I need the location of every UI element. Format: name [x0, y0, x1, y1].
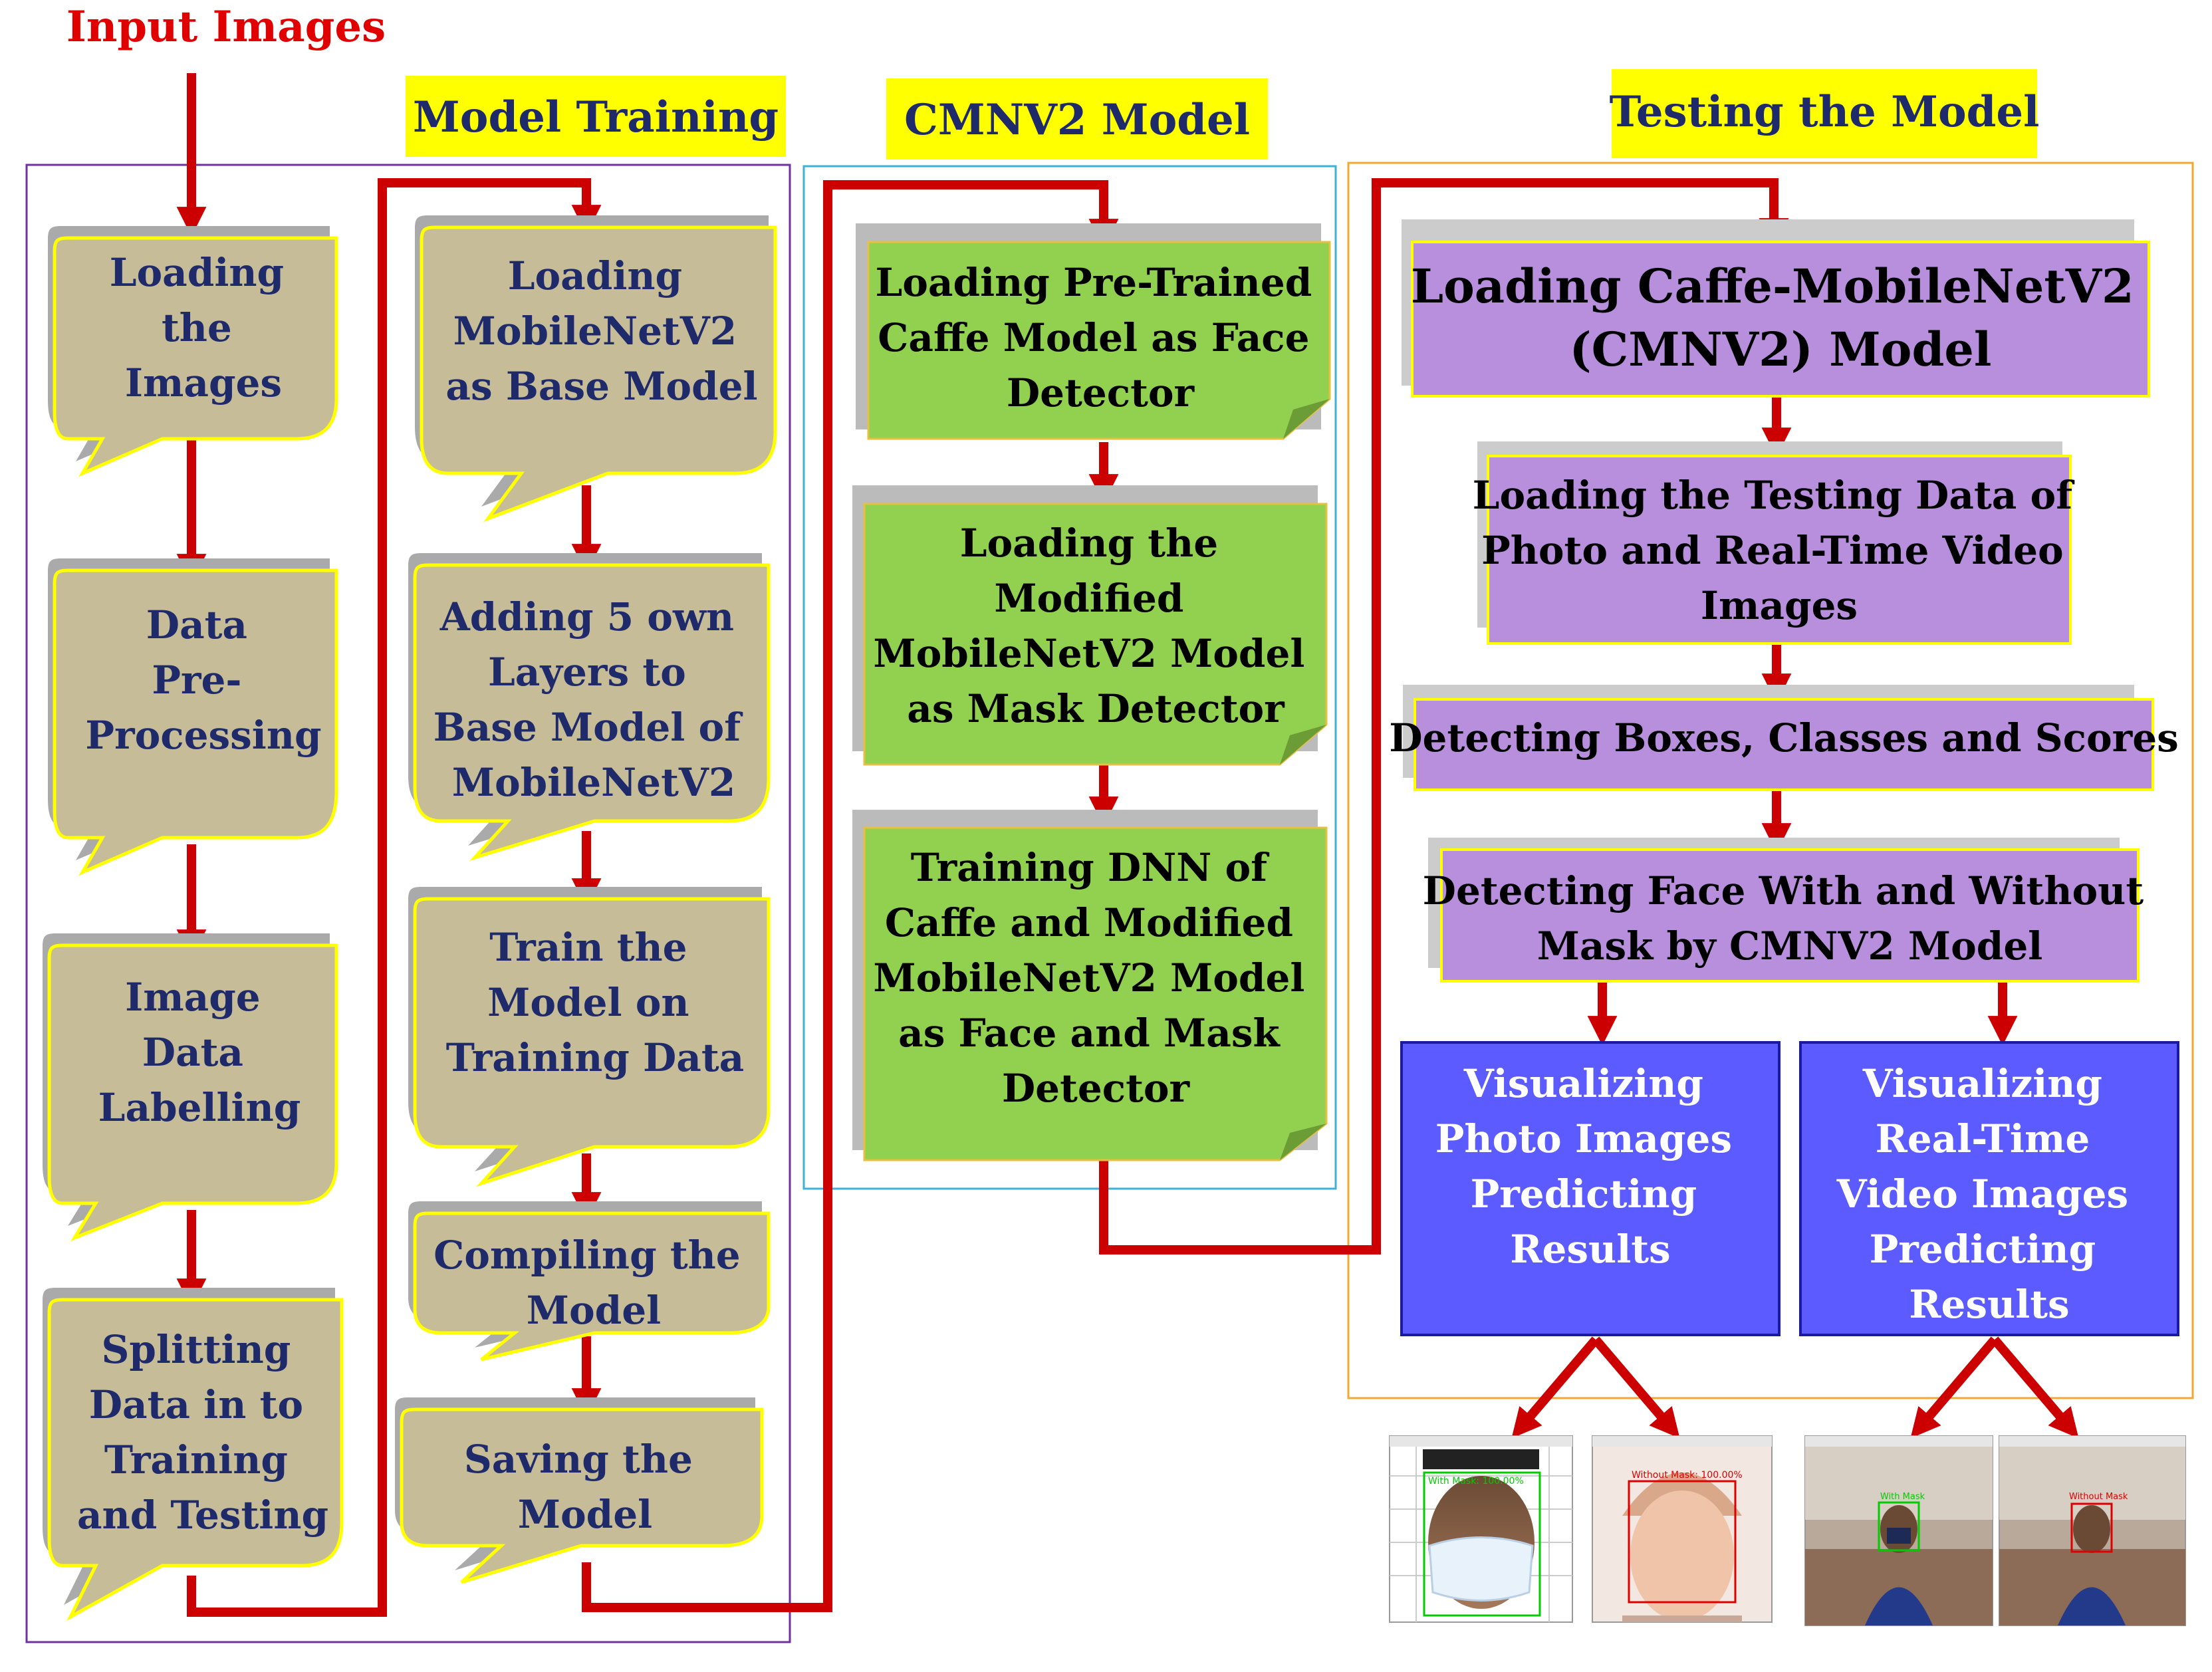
- box-load-modified: Loading the Modified MobileNetV2 Model a…: [852, 485, 1328, 766]
- svg-text:Data Pre- Processi: Data Pre- Processing: [85, 602, 321, 758]
- callout-load-base-model: Loading MobileNetV2 as Base Model: [415, 215, 777, 523]
- svg-text:Detecting Face With and Withou: Detecting Face With and Without Mask by …: [1423, 868, 2157, 969]
- callout-compile-model: Compiling the Model: [408, 1201, 771, 1362]
- svg-text:Without Mask: Without Mask: [2069, 1492, 2128, 1502]
- svg-text:Train the Model on: Train the Model on Training Data: [446, 925, 744, 1080]
- section-testing-model: Testing the Model: [1610, 69, 2040, 158]
- box-visualize-video: Visualizing Real-Time Video Images Predi…: [1799, 1041, 2179, 1336]
- callout-data-preprocessing: Data Pre- Processing: [48, 558, 338, 876]
- svg-text:Loading the Modified: Loading the Modified MobileNetV2 Model a…: [873, 521, 1318, 731]
- svg-text:Loading the Images: Loading the Images: [110, 250, 298, 406]
- callout-loading-images: Loading the Images: [48, 226, 338, 477]
- box-training-dnn: Training DNN of Caffe and Modified Mobil…: [852, 810, 1328, 1161]
- box-load-cmnv2: Loading Caffe-MobileNetV2 (CMNV2) Model: [1402, 219, 2150, 398]
- result-video-without-mask: Without Mask: [1999, 1435, 2186, 1626]
- svg-text:With Mask: 100.00%: With Mask: 100.00%: [1428, 1476, 1524, 1487]
- svg-text:Without Mask: 100.00%: Without Mask: 100.00%: [1632, 1470, 1743, 1481]
- box-detect-boxes: Detecting Boxes, Classes and Scores: [1389, 685, 2179, 791]
- svg-text:Testing the Model: Testing the Model: [1610, 87, 2040, 137]
- svg-text:Visualizing Real-Time: Visualizing Real-Time Video Images Predi…: [1836, 1061, 2142, 1327]
- callout-splitting-data: Splitting Data in to Training and Testin…: [43, 1288, 344, 1621]
- svg-text:Training DNN of Caffe a: Training DNN of Caffe and Modified Mobil…: [873, 845, 1318, 1111]
- svg-text:Saving the Model: Saving the Model: [464, 1437, 706, 1537]
- box-load-testing-data: Loading the Testing Data of Photo and Re…: [1473, 441, 2086, 645]
- svg-text:Visualizing Photo Images: Visualizing Photo Images Predicting Resu…: [1435, 1061, 1746, 1272]
- callout-adding-layers: Adding 5 own Layers to Base Model of Mob…: [408, 553, 771, 862]
- svg-text:Detecting Boxes, Classes and S: Detecting Boxes, Classes and Scores: [1389, 715, 2179, 761]
- frame-col1-col2: [25, 164, 791, 1643]
- connector-arrows: [176, 73, 2079, 1617]
- callout-image-labelling: Image Data Labelling: [43, 933, 338, 1242]
- box-detect-face: Detecting Face With and Without Mask by …: [1423, 838, 2157, 983]
- callout-train-model: Train the Model on Training Data: [408, 887, 771, 1187]
- section-cmnv2-model: CMNV2 Model: [886, 78, 1268, 160]
- callout-save-model: Saving the Model: [395, 1397, 764, 1584]
- svg-text:With Mask: With Mask: [1880, 1492, 1925, 1502]
- svg-text:Loading MobileNetV2: Loading MobileNetV2 as Base Model: [445, 253, 757, 409]
- svg-text:Image Data Labelli: Image Data Labelling: [98, 975, 301, 1130]
- svg-text:Splitting Data in to: Splitting Data in to Training and Testin…: [77, 1327, 328, 1538]
- frame-testing: [1347, 162, 2194, 1399]
- svg-text:CMNV2 Model: CMNV2 Model: [904, 95, 1250, 145]
- section-model-training: Model Training: [406, 76, 786, 157]
- frame-cmnv2: [802, 165, 1337, 1190]
- result-video-with-mask: With Mask: [1804, 1435, 1993, 1626]
- svg-text:Loading Caffe-MobileNetV2: Loading Caffe-MobileNetV2 (CMNV2) Model: [1411, 259, 2150, 377]
- svg-text:Loading the Testing Data of: Loading the Testing Data of Photo and Re…: [1473, 473, 2086, 628]
- svg-text:Adding 5 own Layers to: Adding 5 own Layers to Base Model of Mob…: [433, 594, 755, 805]
- svg-text:Model Training: Model Training: [413, 92, 779, 142]
- result-photo-without-mask: Without Mask: 100.00%: [1592, 1435, 1773, 1623]
- box-load-caffe: Loading Pre-Trained Caffe Model as Face …: [856, 223, 1331, 440]
- input-images-label: Input Images: [66, 2, 386, 52]
- svg-text:Loading Pre-Trained Caff: Loading Pre-Trained Caffe Model as Face …: [875, 260, 1325, 416]
- box-visualize-photo: Visualizing Photo Images Predicting Resu…: [1400, 1041, 1781, 1336]
- svg-text:Compiling the Model: Compiling the Model: [433, 1233, 754, 1333]
- result-photo-with-mask: With Mask: 100.00%: [1389, 1435, 1573, 1623]
